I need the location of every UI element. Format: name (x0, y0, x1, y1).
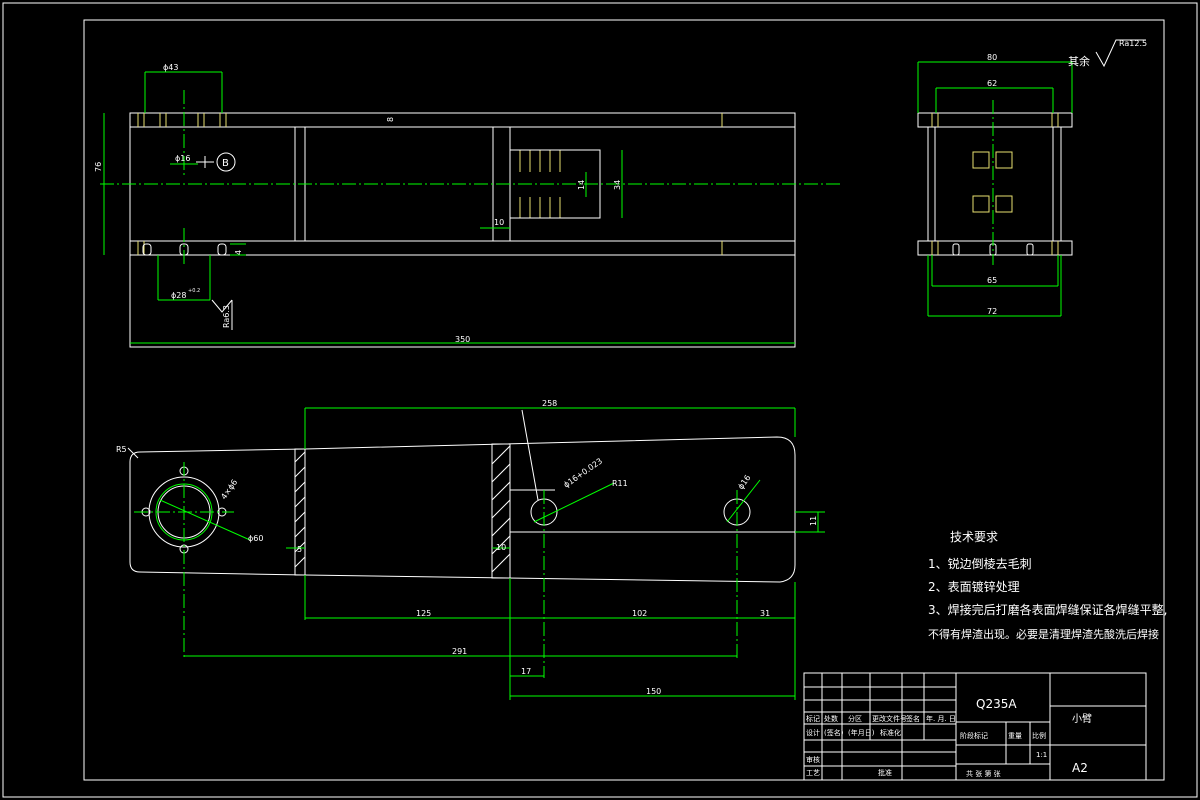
dim-258: 258 (542, 399, 557, 408)
tech-line-1: 1、锐边倒棱去毛刺 (928, 556, 1032, 571)
dim-34: 34 (613, 180, 622, 190)
tech-line-2: 2、表面镀锌处理 (928, 580, 1020, 594)
tb-date: 年. 月. 日 (926, 714, 956, 723)
dim-125: 125 (416, 609, 431, 618)
roughness-ra63: Ra6.3 (222, 305, 231, 328)
datum-b-label: B (222, 158, 229, 169)
radius-r11: R11 (612, 479, 628, 488)
tb-stage: 阶段标记 (960, 731, 988, 740)
tb-change: 更改文件号 (872, 714, 907, 723)
tb-sign: 签名 (906, 714, 920, 723)
dim-65: 65 (987, 276, 997, 285)
tech-line-3: 3、焊接完后打磨各表面焊缝保证各焊缝平整, (928, 602, 1167, 617)
tb-check: 审核 (806, 755, 820, 764)
dim-10: 10 (494, 218, 504, 227)
dim-76: 76 (94, 162, 103, 172)
dim-d16: ϕ16 (175, 154, 190, 163)
front-view (100, 71, 840, 348)
dim-11: 11 (809, 516, 818, 526)
dim-5: 5 (297, 545, 302, 554)
dim-d16-hole: ϕ16 (736, 473, 752, 491)
dim-102: 102 (632, 609, 647, 618)
tb-design: 设计 (806, 728, 820, 737)
dim-8: 8 (386, 117, 395, 122)
dim-291: 291 (452, 647, 467, 656)
dim-80: 80 (987, 53, 997, 62)
dim-150: 150 (646, 687, 661, 696)
tb-process: 工艺 (806, 769, 820, 777)
tb-material: Q235A (976, 697, 1017, 711)
dim-4: 4 (234, 250, 243, 255)
tb-date-ph: (年月日) (848, 728, 875, 737)
dim-10-weld: 10 (496, 543, 506, 552)
tb-mark: 标记 (806, 714, 820, 723)
tb-part-name: 小臂 (1072, 712, 1092, 725)
tb-count: 处数 (824, 714, 838, 723)
tech-line-4: 不得有焊渣出现。必要是清理焊渣先酸洗后焊接 (928, 627, 1159, 641)
tb-sheets: 共 张 第 张 (966, 769, 1001, 778)
tb-sheet-size: A2 (1072, 761, 1088, 775)
dim-14: 14 (577, 180, 586, 190)
tb-sign-ph: (签名) (824, 728, 844, 737)
dim-17: 17 (521, 667, 531, 676)
dim-d28-tol: +0.2 (188, 288, 200, 294)
title-block (803, 672, 1147, 781)
dim-72: 72 (987, 307, 997, 316)
datum-b-symbol (216, 152, 236, 172)
qiyu-label: 其余 (1068, 54, 1090, 68)
tech-title: 技术要求 (950, 530, 998, 544)
roughness-ra125: Ra12.5 (1119, 39, 1147, 48)
radius-r5: R5 (116, 445, 127, 454)
tb-scale-value: 1:1 (1036, 751, 1047, 759)
dim-d60: ϕ60 (248, 534, 263, 543)
tb-approve: 批准 (878, 768, 892, 777)
dim-d28: ϕ28 (171, 291, 186, 300)
dim-d43: ϕ43 (163, 63, 178, 72)
tb-std: 标准化 (880, 728, 901, 737)
plan-view (127, 407, 825, 700)
dim-31: 31 (760, 609, 770, 618)
tb-weight: 重量 (1008, 732, 1022, 740)
dim-holes: 4×ϕ6 (219, 478, 239, 501)
pin-fit-note: ϕ16+0.023 (562, 456, 604, 489)
dim-350: 350 (455, 335, 470, 344)
side-view (917, 39, 1146, 317)
tb-scale-label: 比例 (1032, 731, 1046, 740)
dim-62: 62 (987, 79, 997, 88)
tb-zone: 分区 (848, 714, 862, 723)
drawing-border (83, 19, 1165, 781)
